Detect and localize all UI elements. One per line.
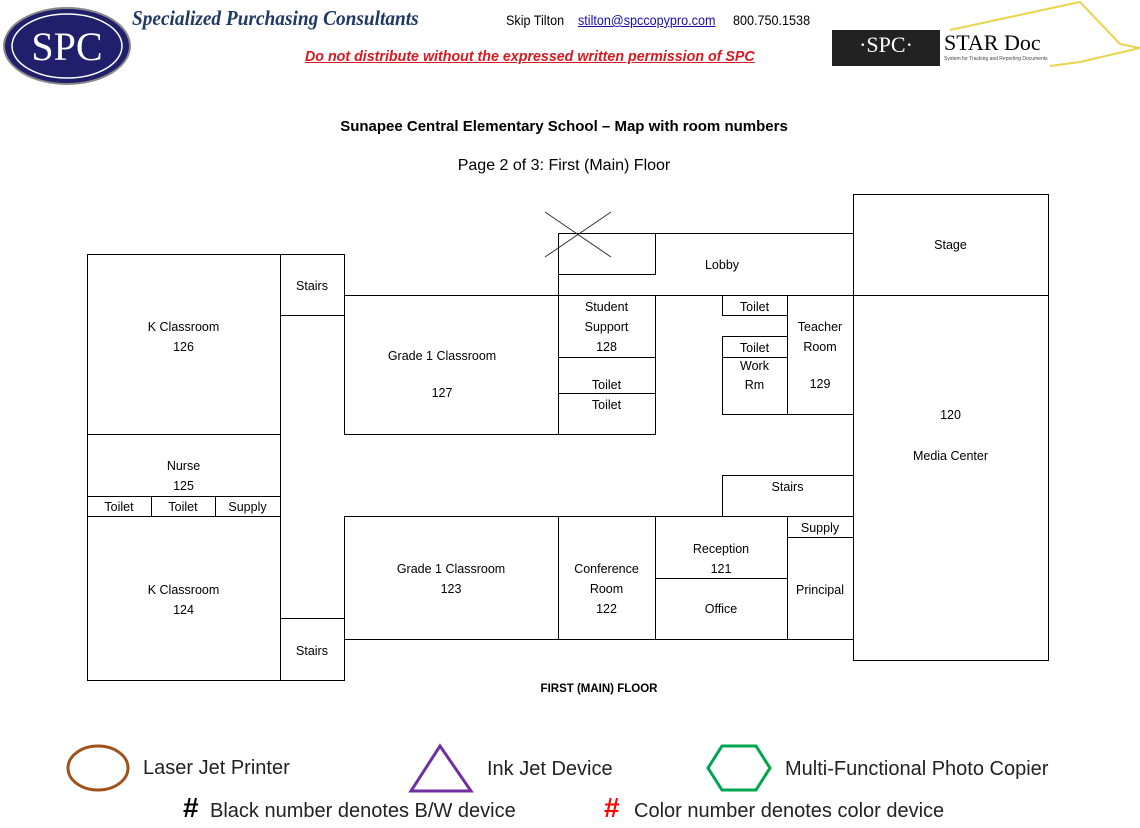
room-toilet-128a: Toilet xyxy=(591,378,622,392)
page-title: Sunapee Central Elementary School – Map … xyxy=(340,118,788,135)
room-supply-right: Supply xyxy=(800,521,840,535)
distribution-warning: Do not distribute without the expressed … xyxy=(305,48,755,65)
room-lobby: Lobby xyxy=(704,258,740,272)
page-subtitle: Page 2 of 3: First (Main) Floor xyxy=(457,157,671,174)
room-stairs-top: Stairs xyxy=(296,279,328,293)
room-toilet-left-2: Toilet xyxy=(168,500,198,514)
spc-logo-graphic: SPC xyxy=(3,7,131,85)
removed-room-x-mark xyxy=(544,211,612,258)
legend-color-note: Color number denotes color device xyxy=(634,800,945,822)
mfp-hexagon-icon xyxy=(706,744,772,792)
star-logo-tagline: System for Tracking and Reporting Docume… xyxy=(944,56,1048,62)
bw-number-symbol: # xyxy=(183,792,199,823)
star-doc-logo: ·SPC· STAR Doc System for Tracking and R… xyxy=(830,0,1140,70)
room-toilet-128b: Toilet xyxy=(591,398,622,412)
contact-phone: 800.750.1538 xyxy=(733,12,811,28)
laser-printer-circle-icon xyxy=(66,744,130,792)
star-logo-right: STAR Doc xyxy=(944,30,1041,55)
room-supply-left: Supply xyxy=(228,500,267,514)
color-number-symbol: # xyxy=(604,792,620,823)
legend-bw-note: Black number denotes B/W device xyxy=(210,800,516,822)
room-toilet-129b: Toilet xyxy=(739,341,770,355)
svg-text:SPC: SPC xyxy=(31,24,102,69)
legend-inkjet-label: Ink Jet Device xyxy=(487,758,613,780)
spc-logo: SPC xyxy=(2,6,132,86)
star-logo-left: ·SPC· xyxy=(832,30,940,66)
room-principal: Principal xyxy=(796,583,844,597)
contact-email-link[interactable]: stilton@spccopypro.com xyxy=(578,12,716,28)
inkjet-triangle-icon xyxy=(408,743,474,793)
room-office: Office xyxy=(704,602,738,616)
star-icon xyxy=(949,0,1140,67)
floor-label: FIRST (MAIN) FLOOR xyxy=(540,683,658,695)
legend-mfp-label: Multi-Functional Photo Copier xyxy=(785,758,1049,780)
room-toilet-left-1: Toilet xyxy=(104,500,134,514)
room-toilet-129a: Toilet xyxy=(739,300,770,314)
company-name: Specialized Purchasing Consultants xyxy=(132,6,419,30)
contact-name: Skip Tilton xyxy=(506,12,565,28)
room-stage: Stage xyxy=(934,238,967,252)
room-stairs-bottom: Stairs xyxy=(296,644,328,658)
legend-laser-label: Laser Jet Printer xyxy=(143,757,290,779)
room-stairs-right: Stairs xyxy=(771,480,804,494)
